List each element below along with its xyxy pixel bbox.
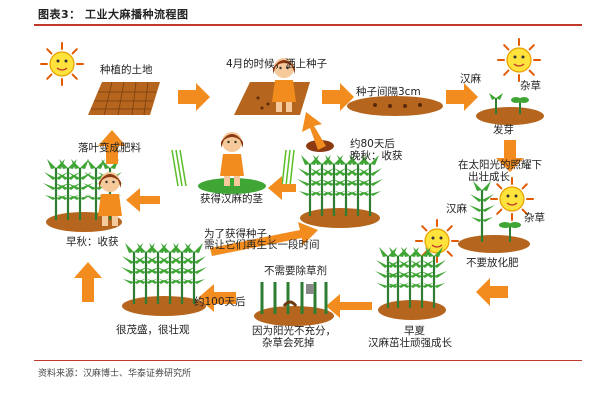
child-with-stems-icon bbox=[220, 132, 244, 186]
label-shade-2: 杂草会死掉 bbox=[262, 337, 315, 349]
label-field: 种植的土地 bbox=[100, 64, 153, 76]
sun-icon bbox=[497, 38, 541, 82]
label-seed-1: 为了获得种子， bbox=[204, 228, 278, 240]
tilled-field-illustration bbox=[88, 81, 160, 116]
label-leaf-fertilizer: 落叶变成肥料 bbox=[78, 142, 141, 154]
label-day-100: 约100天后 bbox=[194, 296, 246, 308]
arrow-left-icon bbox=[326, 294, 372, 318]
label-hemp: 汉麻 bbox=[460, 73, 481, 85]
sprouting-illustration bbox=[476, 93, 544, 125]
label-hemp-grows: 汉麻茁壮顽强成长 bbox=[368, 337, 452, 349]
lush-plants-illustration bbox=[119, 241, 209, 316]
label-seed-2: 需让它们再生长一段时间 bbox=[204, 239, 320, 251]
label-hemp-2: 汉麻 bbox=[446, 203, 467, 215]
arrow-up-left-icon bbox=[302, 112, 326, 150]
label-day-80: 约80天后 bbox=[350, 138, 395, 150]
arrow-left-icon bbox=[198, 284, 236, 312]
label-early-summer: 早夏 bbox=[404, 325, 425, 337]
arrow-up-icon bbox=[74, 262, 102, 302]
bottom-divider bbox=[34, 360, 582, 361]
label-stem: 获得汉麻的茎 bbox=[200, 193, 263, 205]
arrow-left-icon bbox=[268, 176, 296, 200]
sowing-field-illustration bbox=[234, 82, 310, 115]
arrow-right-icon bbox=[178, 83, 210, 111]
sun-icon bbox=[40, 42, 84, 86]
source-note: 资料来源：汉麻博士、华泰证券研究所 bbox=[38, 369, 192, 379]
no-herbicide-illustration bbox=[254, 282, 334, 326]
label-spacing: 种子间隔3cm bbox=[356, 86, 421, 98]
label-no-herbicide: 不需要除草剂 bbox=[264, 265, 327, 277]
label-weed: 杂草 bbox=[520, 80, 541, 92]
hemp-stems-illustration bbox=[171, 149, 295, 194]
label-sow: 4月的时候，洒上种子 bbox=[226, 58, 328, 70]
seed-row-illustration bbox=[347, 96, 443, 116]
label-early-harvest: 早秋：收获 bbox=[66, 236, 119, 248]
late-harvest-plants-illustration bbox=[295, 153, 385, 228]
label-sun-grow-2: 出壮成长 bbox=[468, 171, 510, 183]
label-sprout: 发芽 bbox=[493, 124, 514, 136]
early-summer-plants-illustration bbox=[373, 245, 449, 320]
arrow-right-icon bbox=[446, 83, 478, 111]
arrow-left-icon bbox=[126, 188, 160, 212]
label-lush: 很茂盛，很壮观 bbox=[116, 324, 190, 336]
growing-plants-illustration bbox=[458, 179, 530, 253]
figure-title: 图表3： 工业大麻播种流程图 bbox=[38, 8, 189, 21]
arrow-left-icon bbox=[476, 278, 508, 306]
label-shade-1: 因为阳光不充分， bbox=[252, 325, 336, 337]
label-sun-grow-1: 在太阳光的照耀下 bbox=[458, 159, 542, 171]
arrow-up-icon bbox=[98, 130, 126, 164]
label-late-harvest: 晚秋：收获 bbox=[350, 150, 403, 162]
arrow-down-icon bbox=[496, 140, 524, 172]
arrow-diagonal-up-right-icon bbox=[210, 222, 318, 256]
top-divider bbox=[34, 24, 582, 26]
label-no-fertilizer: 不要放化肥 bbox=[466, 257, 519, 269]
label-weed-2: 杂草 bbox=[524, 212, 545, 224]
